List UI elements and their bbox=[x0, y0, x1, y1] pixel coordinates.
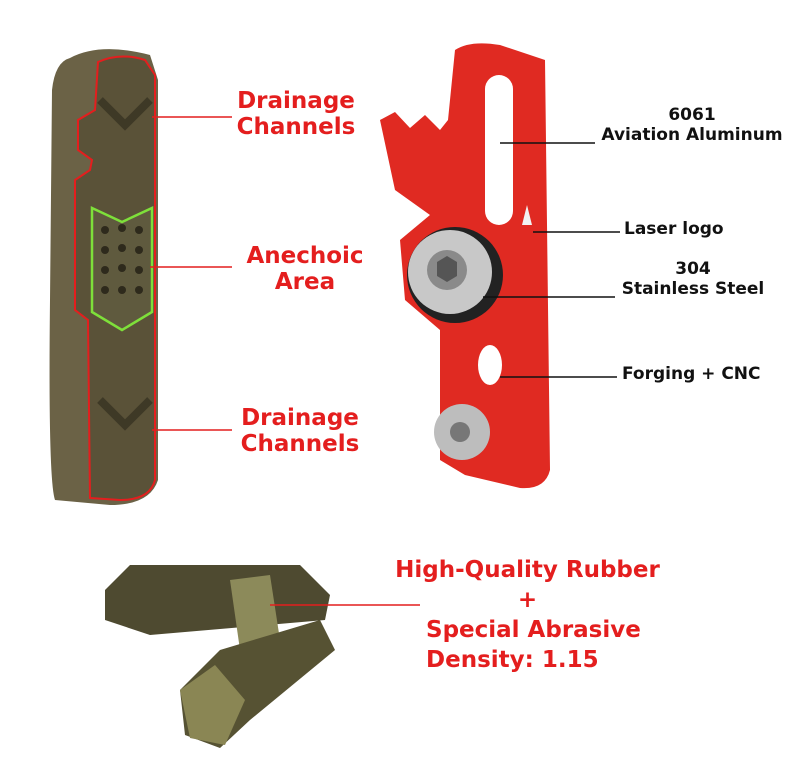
label-line: 6061 bbox=[668, 105, 716, 125]
label-line: Drainage bbox=[237, 88, 355, 114]
label-line: Aviation Aluminum bbox=[601, 124, 783, 145]
brake-pad-image bbox=[49, 49, 158, 505]
label-line: High-Quality Rubber bbox=[395, 557, 660, 583]
rubber-pads-image bbox=[105, 565, 335, 748]
material-label: 6061 Aviation Aluminum bbox=[596, 105, 788, 145]
drainage-channels-top-label: Drainage Channels bbox=[226, 88, 366, 141]
label-line: Channels bbox=[240, 431, 360, 458]
pad-leader-lines bbox=[150, 116, 232, 431]
label-line: 304 bbox=[675, 259, 711, 279]
label-line: Anechoic bbox=[246, 243, 364, 269]
label-line: Stainless Steel bbox=[621, 278, 765, 299]
label-line: Channels bbox=[236, 114, 356, 141]
label-line: Density: 1.15 bbox=[426, 647, 599, 673]
rubber-spec-label: High-Quality Rubber + Special Abrasive D… bbox=[390, 555, 665, 675]
process-label: Forging + CNC bbox=[622, 364, 761, 384]
arm-leader-lines bbox=[483, 142, 620, 378]
label-line: Special Abrasive bbox=[426, 617, 641, 643]
brake-arm-image bbox=[380, 43, 550, 489]
anechoic-area-label: Anechoic Area bbox=[235, 243, 375, 296]
label-line: Drainage bbox=[241, 405, 359, 431]
label-line: + bbox=[517, 587, 538, 613]
bolt-material-label: 304 Stainless Steel bbox=[616, 259, 770, 299]
laser-logo-label: Laser logo bbox=[624, 219, 724, 239]
label-line: Area bbox=[274, 269, 336, 296]
drainage-channels-bottom-label: Drainage Channels bbox=[230, 405, 370, 458]
